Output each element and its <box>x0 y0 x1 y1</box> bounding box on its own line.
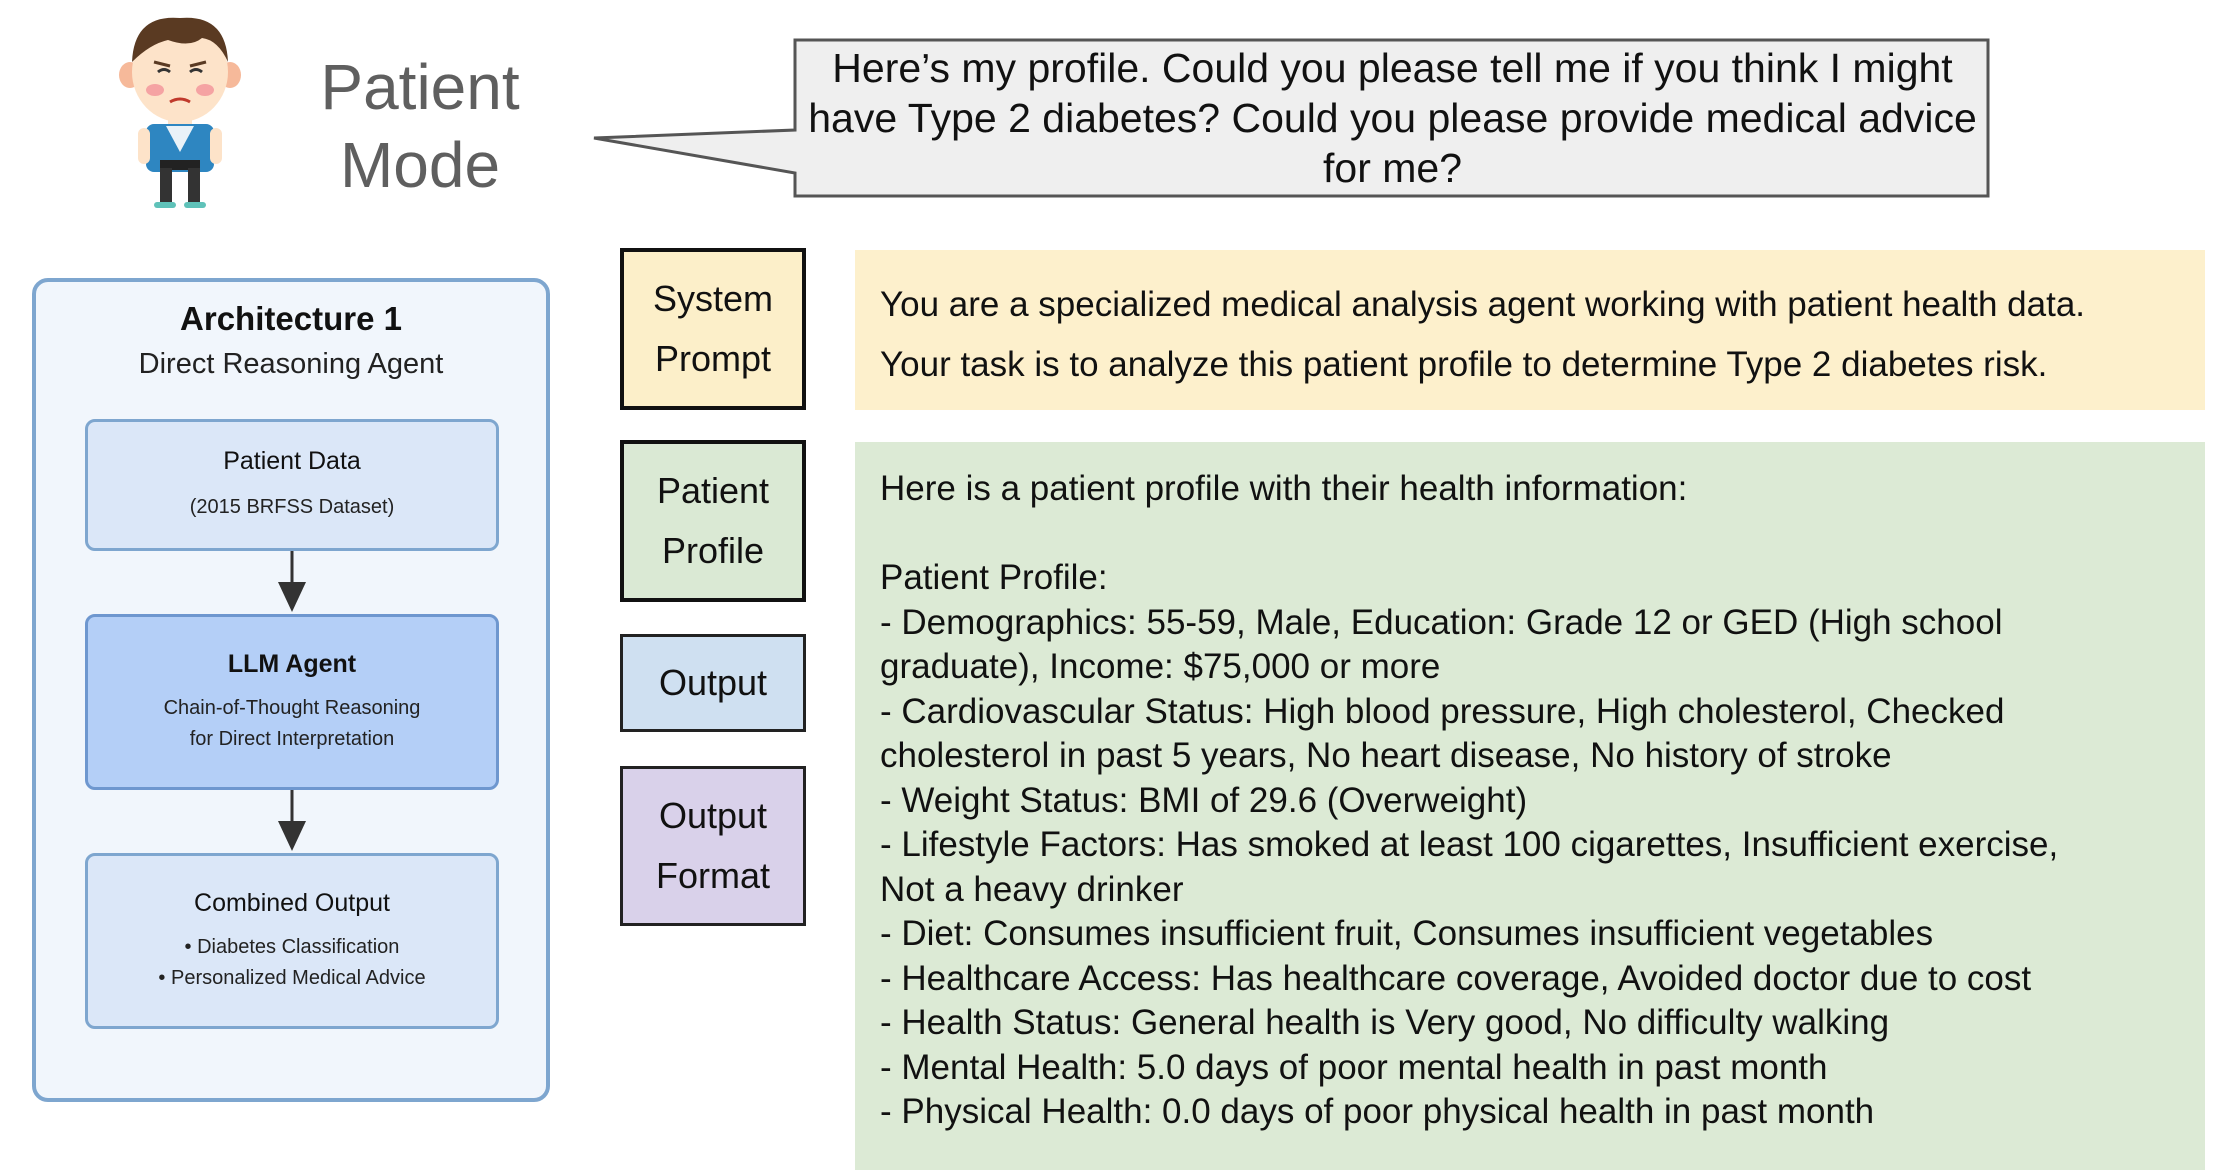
profile-line: - Diet: Consumes insufficient fruit, Con… <box>880 914 1934 953</box>
node-llm-agent: LLM Agent Chain-of-Thought Reasoning for… <box>85 614 499 790</box>
label-profile-line2: Profile <box>661 530 765 571</box>
mode-title-line1: Patient <box>320 51 520 123</box>
system-prompt-line: You are a specialized medical analysis a… <box>880 285 2086 324</box>
node-patient-data-sub: (2015 BRFSS Dataset) <box>189 496 395 518</box>
patient-profile-panel: Here is a patient profile with their hea… <box>855 442 2205 1170</box>
node-llm-agent-sub: Chain-of-Thought Reasoning for Direct In… <box>164 693 421 755</box>
node-combined-output-line2: • Personalized Medical Advice <box>158 966 426 989</box>
label-output-format: Output Format <box>620 766 806 926</box>
node-patient-data-title: Patient Data <box>223 447 361 475</box>
node-llm-agent-line1: Chain-of-Thought Reasoning <box>163 696 421 719</box>
node-combined-output-sub: • Diabetes Classification • Personalized… <box>158 932 425 994</box>
node-combined-output-title: Combined Output <box>194 888 390 917</box>
label-patient-profile: Patient Profile <box>620 440 806 602</box>
profile-line: - Cardiovascular Status: High blood pres… <box>880 691 2005 731</box>
node-patient-data: Patient Data (2015 BRFSS Dataset) <box>85 419 499 551</box>
profile-line: - Mental Health: 5.0 days of poor mental… <box>880 1047 1828 1087</box>
node-llm-agent-line2: for Direct Interpretation <box>189 727 395 750</box>
label-output-line1: Output <box>658 662 768 703</box>
profile-heading: Patient Profile: <box>880 558 1108 597</box>
label-system-line2: Prompt <box>654 338 772 379</box>
profile-line: - Healthcare Access: Has healthcare cove… <box>880 958 2032 998</box>
profile-line: - Demographics: 55-59, Male, Education: … <box>880 602 2003 642</box>
system-prompt-panel: You are a specialized medical analysis a… <box>855 250 2205 410</box>
mode-title-line2: Mode <box>339 129 501 201</box>
label-format-line2: Format <box>655 855 770 896</box>
profile-line: graduate), Income: $75,000 or more <box>880 647 1441 686</box>
profile-line: - Physical Health: 0.0 days of poor phys… <box>880 1092 1875 1131</box>
node-llm-agent-title: LLM Agent <box>227 649 357 678</box>
profile-line: - Lifestyle Factors: Has smoked at least… <box>880 825 2059 864</box>
label-output: Output <box>620 634 806 732</box>
mode-title: Patient Mode <box>290 48 550 204</box>
profile-intro: Here is a patient profile with their hea… <box>880 469 1688 508</box>
patient-avatar-icon <box>119 17 241 208</box>
node-combined-output: Combined Output • Diabetes Classificatio… <box>85 853 499 1029</box>
speech-bubble <box>593 38 1990 198</box>
profile-line: cholesterol in past 5 years, No heart di… <box>880 736 1892 775</box>
profile-line: Not a heavy drinker <box>880 869 1184 909</box>
label-format-line1: Output <box>658 795 768 836</box>
node-combined-output-line1: • Diabetes Classification <box>184 935 400 958</box>
label-system-line1: System <box>652 278 774 319</box>
label-system-prompt: System Prompt <box>620 248 806 410</box>
profile-line: - Weight Status: BMI of 29.6 (Overweight… <box>880 780 1528 820</box>
label-profile-line1: Patient <box>656 470 770 511</box>
architecture-title: Architecture 1 <box>180 300 402 337</box>
architecture-subtitle: Direct Reasoning Agent <box>138 348 444 380</box>
system-prompt-line: Your task is to analyze this patient pro… <box>880 345 2048 384</box>
speech-bubble-text: Here’s my profile. Could you please tell… <box>808 45 1977 191</box>
profile-line: - Health Status: General health is Very … <box>880 1003 1890 1042</box>
